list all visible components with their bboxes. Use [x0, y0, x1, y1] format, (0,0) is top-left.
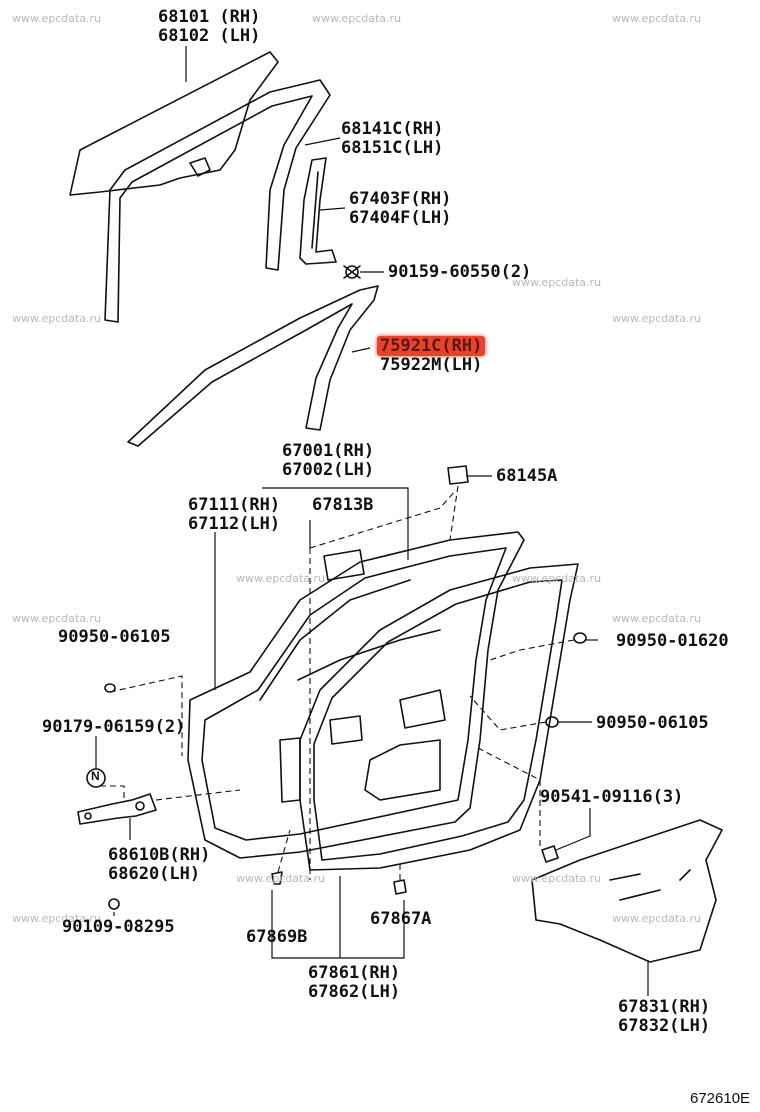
watermark: www.epcdata.ru [12, 912, 102, 925]
part-label-clip-a[interactable]: 90541-09116(3) [540, 787, 684, 807]
part-number: 67831(RH) [618, 997, 711, 1017]
part-label-outer-panel[interactable]: 67111(RH) 67112(LH) [188, 496, 280, 534]
part-label-service-hole-cover[interactable]: 67831(RH) 67832(LH) [618, 998, 710, 1036]
part-number: 68620(LH) [108, 864, 201, 884]
stopper-drawing [448, 466, 468, 484]
part-number: 67001(RH) [282, 441, 375, 461]
nut-symbol-label: N [91, 769, 100, 783]
part-number: 75922M(LH) [380, 355, 483, 375]
watermark: www.epcdata.ru [12, 12, 102, 25]
part-number: 67862(LH) [308, 982, 401, 1002]
division-bar-drawing [300, 158, 336, 264]
part-number: 68102 (LH) [158, 26, 261, 46]
weatherstrip-drawing [300, 564, 578, 870]
dashed-reference-lines [100, 486, 574, 880]
watermark: www.epcdata.ru [612, 12, 702, 25]
part-label-hinge[interactable]: 68610B(RH) 68620(LH) [108, 846, 210, 884]
watermark: www.epcdata.ru [12, 312, 102, 325]
part-label-bolt-a[interactable]: 90179-06159(2) [42, 717, 186, 737]
part-label-glass[interactable]: 68101 (RH) 68102 (LH) [158, 8, 260, 46]
bolt-drawing [109, 899, 119, 909]
moulding-drawing [128, 286, 378, 446]
watermark: www.epcdata.ru [512, 872, 602, 885]
part-label-stopper[interactable]: 68145A [496, 466, 558, 486]
part-label-division-bar[interactable]: 67403F(RH) 67404F(LH) [349, 190, 451, 228]
highlight-marker: 75921C(RH) [377, 336, 486, 356]
watermark: www.epcdata.ru [12, 612, 102, 625]
watermark: www.epcdata.ru [612, 612, 702, 625]
watermark: www.epcdata.ru [236, 572, 326, 585]
part-number: 68151C(LH) [341, 138, 444, 158]
part-number: 68610B(RH) [108, 845, 211, 865]
watermark: www.epcdata.ru [512, 276, 602, 289]
hinge-drawing [78, 794, 156, 824]
plug-drawings [105, 633, 586, 862]
screw-drawing [344, 266, 360, 278]
watermark: www.epcdata.ru [612, 912, 702, 925]
watermark: www.epcdata.ru [612, 312, 702, 325]
door-panel-drawing [188, 532, 524, 858]
part-label-plug-b[interactable]: 90950-01620 [616, 631, 729, 651]
part-number: 67832(LH) [618, 1016, 711, 1036]
part-number: 67404F(LH) [349, 208, 452, 228]
part-label-weatherstrip[interactable]: 67861(RH) 67862(LH) [308, 964, 400, 1002]
part-label-screw[interactable]: 90159-60550(2) [388, 262, 532, 282]
service-hole-cover-drawing [532, 820, 722, 962]
part-label-bolt-b[interactable]: 90109-08295 [62, 917, 175, 937]
part-label-run-channel[interactable]: 68141C(RH) 68151C(LH) [341, 120, 443, 158]
part-number: 67002(LH) [282, 460, 375, 480]
part-number: 67112(LH) [188, 514, 281, 534]
watermark: www.epcdata.ru [236, 872, 326, 885]
leader-lines [96, 46, 648, 996]
part-label-clip-c[interactable]: 67867A [370, 909, 432, 929]
watermark: www.epcdata.ru [312, 12, 402, 25]
part-number: 68141C(RH) [341, 119, 444, 139]
part-label-door-panel[interactable]: 67001(RH) 67002(LH) [282, 442, 374, 480]
part-number: 68101 (RH) [158, 7, 261, 27]
part-label-pad[interactable]: 67813B [312, 495, 374, 515]
part-number: 67861(RH) [308, 963, 401, 983]
clip-drawings [272, 872, 406, 894]
part-label-clip-b[interactable]: 67869B [246, 927, 308, 947]
glass-run-channel-drawing [105, 80, 330, 322]
part-label-plug-c[interactable]: 90950-06105 [596, 713, 709, 733]
door-glass-drawing [70, 52, 278, 195]
watermark: www.epcdata.ru [512, 572, 602, 585]
part-number-highlighted: 75921C(RH) [377, 336, 486, 356]
part-label-plug-a[interactable]: 90950-06105 [58, 627, 171, 647]
pad-drawing [324, 550, 364, 580]
part-label-moulding[interactable]: 75921C(RH) 75922M(LH) [377, 336, 486, 375]
diagram-code: 672610E [690, 1090, 751, 1107]
part-number: 67403F(RH) [349, 189, 452, 209]
part-number: 67111(RH) [188, 495, 281, 515]
